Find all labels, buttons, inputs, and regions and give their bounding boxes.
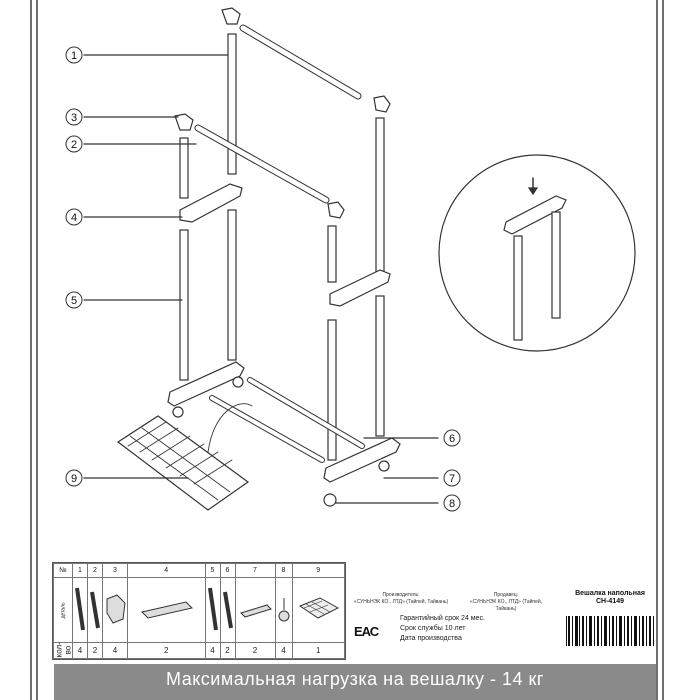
product-title: Вешалка напольная CH-4149 [575,590,645,605]
svg-text:7: 7 [449,473,455,485]
callout-5: 5 [65,291,83,309]
svg-text:5: 5 [71,295,77,307]
callout-6: 6 [443,429,461,447]
svg-text:4: 4 [71,212,77,224]
callout-3: 3 [65,108,83,126]
svg-text:8: 8 [449,498,455,510]
callout-7: 7 [443,469,461,487]
max-load-banner: Максимальная нагрузка на вешалку - 14 кг [54,664,656,700]
callout-2: 2 [65,135,83,153]
connector-icon [221,7,241,25]
part-8-image [274,577,293,643]
svg-text:9: 9 [71,473,77,485]
barcode [566,616,654,646]
part-6-image [219,577,236,643]
svg-text:3: 3 [71,112,77,124]
page-frame [8,0,692,700]
manufacturer-block: Производитель: «СУНЬНЭК КО., ЛТД» (Тайпе… [353,592,449,605]
parts-table: № 1 2 3 4 5 6 7 8 9 деталь кол-во 4 2 [52,562,346,660]
right-border-line [662,0,664,700]
right-border-line-inner [656,0,658,700]
part-7-image [234,577,276,643]
part-1-image [72,577,88,643]
callout-8: 8 [443,494,461,512]
callout-1: 1 [65,46,83,64]
number-sign-cell: № [53,562,73,579]
svg-text:6: 6 [449,433,455,445]
svg-text:1: 1 [71,50,77,62]
product-details: Гарантийный срок 24 мес. Срок службы 10 … [400,615,485,642]
callout-9: 9 [65,469,83,487]
part-5-image [204,577,221,643]
detail-row-label: деталь [53,577,73,643]
callout-4: 4 [65,208,83,226]
qty-row-label: кол-во [53,642,73,659]
left-border-line-inner [36,0,38,700]
part-3-image [102,577,128,643]
part-9-image [291,577,345,643]
wheel-icon [323,493,337,507]
part-2-image [87,577,103,643]
eac-mark: ЕАС [354,624,379,639]
assembly-diagram: 1 3 2 4 5 6 7 8 9 [65,7,636,512]
part-4-image [127,577,206,643]
product-info: Производитель: «СУНЬНЭК КО., ЛТД» (Тайпе… [346,590,656,656]
left-border-line [30,0,32,700]
side-bracket-icon [179,183,243,223]
seller-block: Продавец: «СУНЬНЭК КО., ЛТД» (Тайпей, Та… [469,592,543,612]
svg-text:2: 2 [71,139,77,151]
